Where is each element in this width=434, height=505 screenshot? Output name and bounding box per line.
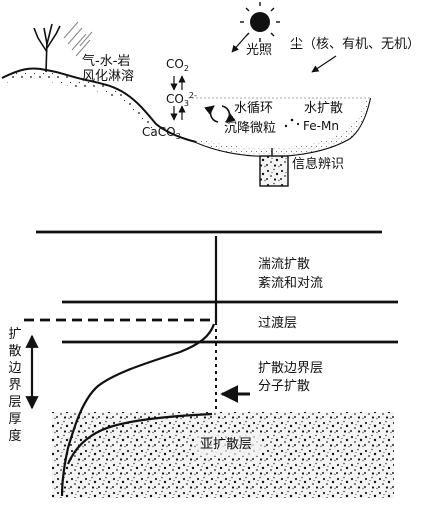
transition-layer-label: 过渡层 xyxy=(258,317,297,330)
sub-diffusion-layer-label: 亚扩散层 xyxy=(200,438,252,451)
water-diffusion-label: 水扩散 xyxy=(304,102,343,115)
water-cycle-label: 水循环 xyxy=(234,102,273,115)
turbulent-diffusion-label: 湍流扩散 xyxy=(258,258,310,271)
molecular-diffusion-label: 分子扩散 xyxy=(258,380,310,393)
weathering-label-line2: 风化淋溶 xyxy=(82,70,134,83)
tree-icon xyxy=(34,24,60,72)
eddy-convection-label: 紊流和对流 xyxy=(258,277,323,290)
weathering-label-line1: 气-水-岩 xyxy=(82,55,130,68)
sunlight-arrow xyxy=(232,36,246,52)
sedimentation-label: 沉降微粒 xyxy=(224,122,276,135)
co2-label: CO2 xyxy=(166,58,189,73)
dust-arrow xyxy=(312,56,336,72)
info-identification-label: 信息辨识 xyxy=(292,158,344,171)
boundary-thickness-label: 扩散边界层厚度 xyxy=(8,326,22,445)
rain-streaks xyxy=(64,22,92,56)
diffusion-boundary-layer-label: 扩散边界层 xyxy=(258,362,323,375)
sunlight-label: 光照 xyxy=(246,44,272,57)
sediment-core xyxy=(260,156,288,186)
settling-particles xyxy=(285,119,299,128)
dust-label: 尘（核、有机、无机） xyxy=(290,38,420,51)
caco3-label: CaCO3 xyxy=(142,126,181,141)
co3-label: CO32- xyxy=(166,92,197,108)
fe-mn-label: Fe-Mn xyxy=(303,120,339,132)
water-cycle-icon xyxy=(210,106,229,122)
